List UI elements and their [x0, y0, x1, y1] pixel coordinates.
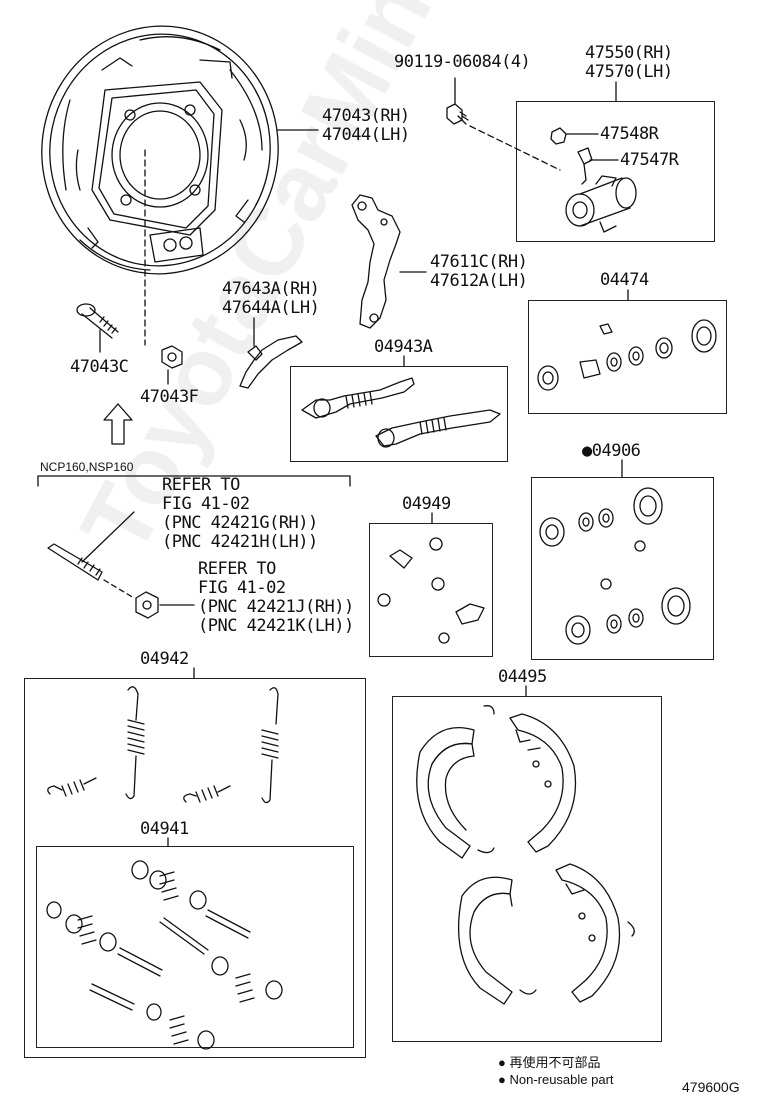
label-47043: 47043(RH)	[322, 106, 410, 126]
label-47043c: 47043C	[70, 357, 129, 377]
arrow-up-icon	[103, 403, 133, 445]
ref2-line1: REFER TO	[198, 559, 276, 579]
hub-nut-icon	[135, 591, 159, 619]
adjuster-lower-icon	[375, 409, 501, 448]
label-47550: 47550(RH)	[585, 43, 673, 63]
stud-icon	[47, 543, 103, 581]
spring-kit-04941-box	[36, 846, 354, 1048]
wheel-cylinder-box	[516, 101, 715, 242]
label-47548r: 47548R	[600, 124, 659, 144]
label-04474: 04474	[600, 270, 649, 290]
wheel-cylinder-icon	[565, 175, 637, 233]
bleeder-screw-icon	[577, 147, 593, 185]
label-04943a: 04943A	[374, 337, 433, 357]
strut-47643a-icon	[239, 335, 303, 389]
brake-shoes-icon	[416, 705, 635, 1005]
nut-47043f-icon	[161, 345, 183, 369]
label-04949: 04949	[402, 494, 451, 514]
ref2-line4: (PNC 42421K(LH))	[198, 616, 354, 636]
label-47044: 47044(LH)	[322, 125, 410, 145]
label-04942: 04942	[140, 649, 189, 669]
legend-jp-text: 再使用不可部品	[509, 1055, 601, 1070]
label-47611c: 47611C(RH)	[430, 252, 528, 272]
legend-jp: ● 再使用不可部品	[498, 1054, 600, 1072]
adjuster-upper-icon	[301, 377, 415, 419]
label-04495: 04495	[498, 667, 547, 687]
cup-kit-04906-icon	[539, 487, 691, 645]
legend-bullet-icon: ●	[498, 1072, 510, 1087]
kit-04906-box	[531, 477, 714, 660]
label-47570: 47570(LH)	[585, 62, 673, 82]
spring-kit-04942-box	[24, 678, 366, 1058]
label-90119: 90119-06084(4)	[394, 52, 531, 72]
return-springs-icon	[47, 686, 279, 804]
label-47043f: 47043F	[140, 387, 199, 407]
hold-down-kit-icon	[46, 860, 283, 1050]
kit-04474-box	[528, 300, 727, 414]
dash-90119	[469, 125, 561, 171]
label-47612a: 47612A(LH)	[430, 271, 528, 291]
ref2-line2: FIG 41-02	[198, 578, 286, 598]
label-04906: ●04906	[582, 441, 641, 461]
shoe-kit-04495-box	[392, 696, 662, 1042]
bolt-90119-icon	[446, 103, 469, 125]
parts-04949-icon	[377, 537, 485, 644]
label-47644a: 47644A(LH)	[222, 298, 320, 318]
ref2-line3: (PNC 42421J(RH))	[198, 597, 354, 617]
figure-code: 479600G	[682, 1079, 740, 1095]
legend-en-text: Non-reusable part	[509, 1072, 614, 1087]
backing-plate-icon	[41, 25, 279, 275]
bolt-47043c-icon	[76, 303, 119, 339]
ref1-line2: FIG 41-02	[162, 494, 250, 514]
label-47643a: 47643A(RH)	[222, 279, 320, 299]
adjuster-04943a-box	[290, 366, 508, 462]
ncp-bracket	[37, 475, 351, 487]
parking-lever-icon	[351, 194, 401, 329]
cup-kit-04474-icon	[537, 319, 717, 391]
ref1-line4: (PNC 42421H(LH))	[162, 532, 318, 552]
kit-04949-box	[369, 523, 493, 657]
leader-stud	[81, 511, 135, 563]
legend-bullet-icon: ●	[498, 1055, 510, 1070]
legend-en: ● Non-reusable part	[498, 1071, 614, 1089]
ref1-line1: REFER TO	[162, 475, 240, 495]
label-04941: 04941	[140, 819, 189, 839]
ref1-line3: (PNC 42421G(RH))	[162, 513, 318, 533]
label-ncp160: NCP160,NSP160	[40, 460, 134, 474]
bleeder-cap-icon	[550, 127, 567, 145]
label-47547r: 47547R	[620, 150, 679, 170]
